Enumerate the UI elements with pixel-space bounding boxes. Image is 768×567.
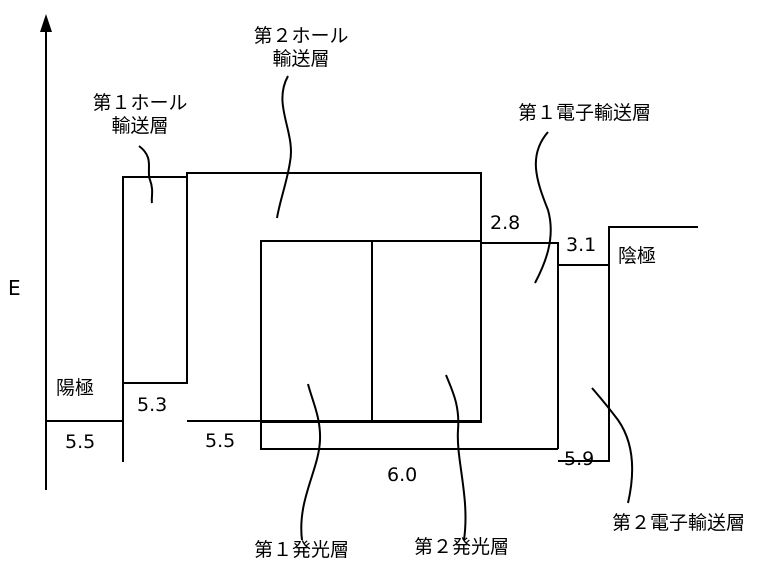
value-eml-homo: 6.0 [387,464,417,486]
value-htl2-homo: 5.5 [205,430,235,452]
label-htl2: 第２ホール 輸送層 [253,25,348,71]
htl2-box [187,173,481,421]
label-eml1: 第１発光層 [254,539,349,562]
label-htl1: 第１ホール 輸送層 [92,92,187,138]
etl2-box [558,265,609,461]
label-cathode: 陰極 [618,245,656,268]
label-htl2-line2: 輸送層 [253,48,348,71]
energy-axis-arrowhead [40,14,52,32]
leader-eml1 [301,384,320,540]
label-etl1: 第１電子輸送層 [518,102,651,125]
value-etl1-lumo: 2.8 [490,212,520,234]
label-htl1-line1: 第１ホール [92,92,187,115]
value-anode: 5.5 [65,431,95,453]
etl1-box [481,243,558,449]
value-htl1-homo: 5.3 [137,394,167,416]
leader-htl2 [277,76,291,218]
leader-etl1 [535,132,551,283]
label-etl2: 第２電子輸送層 [612,512,745,535]
htl1-box [123,177,187,421]
value-etl2-lumo: 3.1 [566,234,596,256]
leader-htl1 [139,146,152,203]
label-htl1-line2: 輸送層 [92,115,187,138]
eml-homo-level [261,421,558,449]
leader-eml2 [446,375,466,540]
value-etl2-homo: 5.9 [564,448,594,470]
label-htl2-line1: 第２ホール [253,25,348,48]
label-eml2: 第２発光層 [414,536,509,559]
axis-label-e: E [8,276,21,300]
leader-etl2 [592,388,632,503]
label-anode: 陽極 [56,377,94,400]
